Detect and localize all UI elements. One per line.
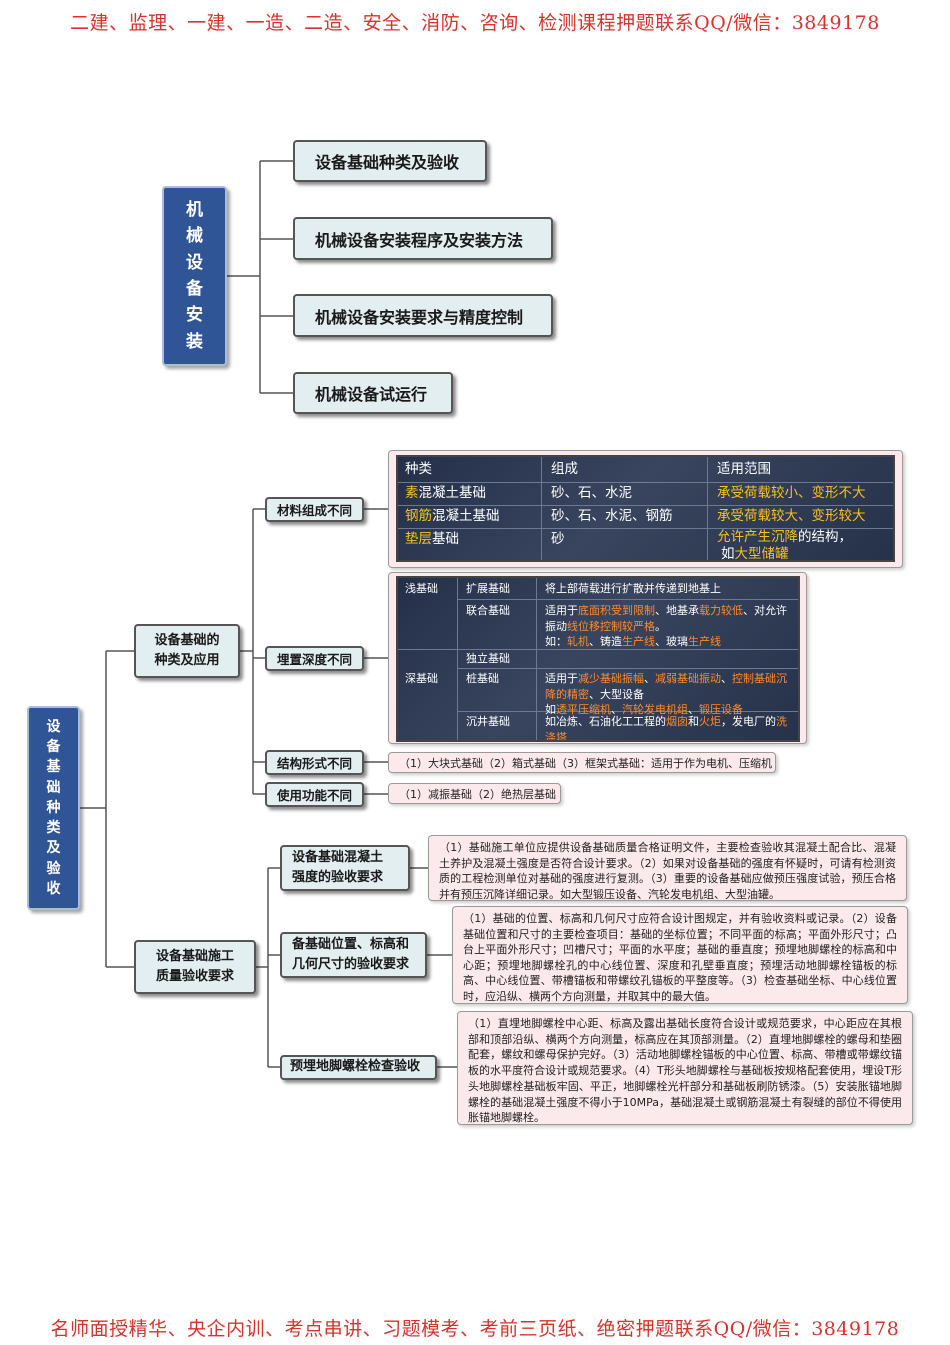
row-cushion-comp: 砂 <box>551 531 565 547</box>
topic-foundation-types: 设备基础种类及验收 <box>293 140 487 182</box>
header-composition: 组成 <box>551 461 578 477</box>
bottom-banner: 名师面授精华、央企内训、考点串讲、习题模考、考前三页纸、绝密押题联系QQ/微信：… <box>50 1318 900 1340</box>
row-rebar-concrete-use: 承受荷载较大、变形较大 <box>717 508 866 524</box>
topic-install-procedure: 机械设备安装程序及安装方法 <box>293 217 553 260</box>
foundation-root: 设 备 基 础 种 类 及 验 收 <box>27 706 80 910</box>
combined-foundation-type: 联合基础 <box>466 604 510 617</box>
topic-trial-run: 机械设备试运行 <box>293 372 453 414</box>
material-table: 种类 组成 适用范围 素混凝土基础 砂、石、水泥 承受荷载较小、变形不大 钢筋混… <box>396 455 895 562</box>
deep-label: 深基础 <box>405 672 438 685</box>
combined-foundation-desc: 适用于底面积受到限制、地基承载力较低、对允许 振动线位移控制较严格。 如：轧机、… <box>545 604 787 648</box>
header-scope: 适用范围 <box>717 461 771 477</box>
concrete-strength-panel: （1）基础施工单位应提供设备基础质量合格证明文件，主要检查验收其混凝土配合比、混… <box>428 835 907 901</box>
row-plain-concrete-comp: 砂、石、水泥 <box>551 485 632 501</box>
row-rebar-concrete-comp: 砂、石、水泥、钢筋 <box>551 508 673 524</box>
machinery-installation-root: 机 械 设 备 安 装 <box>162 186 227 366</box>
topic-install-precision: 机械设备安装要求与精度控制 <box>293 294 553 337</box>
row-plain-concrete-name: 素混凝土基础 <box>405 485 486 501</box>
isolated-foundation-type: 独立基础 <box>466 652 510 665</box>
structure-panel: （1）大块式基础（2）箱式基础（3）框架式基础：适用于作为电机、压缩机 <box>388 752 776 773</box>
row-rebar-concrete-name: 钢筋混凝土基础 <box>405 508 500 524</box>
anchor-bolt-node: 预埋地脚螺栓检查验收 <box>280 1055 437 1080</box>
row-cushion-name: 垫层基础 <box>405 531 459 547</box>
material-panel: 种类 组成 适用范围 素混凝土基础 砂、石、水泥 承受荷载较小、变形不大 钢筋混… <box>388 450 903 568</box>
row-cushion-use: 允许产生沉降的结构， 如大型储罐 <box>717 529 852 562</box>
position-elevation-node: 备基础位置、标高和 几何尺寸的验收要求 <box>280 932 427 978</box>
spread-foundation-type: 扩展基础 <box>466 582 510 595</box>
depth-table: 浅基础 深基础 扩展基础 将上部荷载进行扩散并传递到地基上 联合基础 适用于底面… <box>396 576 800 742</box>
by-structure-node: 结构形式不同 <box>265 750 364 775</box>
row-plain-concrete-use: 承受荷载较小、变形不大 <box>717 485 866 501</box>
top-banner: 二建、监理、一建、一造、二造、安全、消防、咨询、检测课程押题联系QQ/微信：38… <box>70 12 880 34</box>
position-elevation-panel: （1）基础的位置、标高和几何尺寸应符合设计图规定，并有验收资料或记录。（2）设备… <box>452 906 908 1004</box>
group-construction-quality: 设备基础施工 质量验收要求 <box>134 940 256 994</box>
caisson-foundation-desc: 如冶炼、石油化工工程的烟囱和火炬，发电厂的洗 涤塔 <box>545 715 787 742</box>
by-material-node: 材料组成不同 <box>265 497 364 522</box>
shallow-label: 浅基础 <box>405 582 438 595</box>
spread-foundation-desc: 将上部荷载进行扩散并传递到地基上 <box>545 582 721 595</box>
by-depth-node: 埋置深度不同 <box>265 646 364 671</box>
concrete-strength-node: 设备基础混凝土 强度的验收要求 <box>280 845 410 891</box>
function-panel: （1）减振基础（2）绝热层基础 <box>388 783 561 804</box>
pile-foundation-type: 桩基础 <box>466 672 499 685</box>
group-foundation-types-applications: 设备基础的 种类及应用 <box>134 624 240 678</box>
depth-panel: 浅基础 深基础 扩展基础 将上部荷载进行扩散并传递到地基上 联合基础 适用于底面… <box>388 572 807 744</box>
by-function-node: 使用功能不同 <box>265 782 364 807</box>
header-type: 种类 <box>405 461 432 477</box>
caisson-foundation-type: 沉井基础 <box>466 715 510 728</box>
anchor-bolt-panel: （1）直埋地脚螺栓中心距、标高及露出基础长度符合设计或规范要求，中心距应在其根部… <box>457 1011 913 1125</box>
pile-foundation-desc: 适用于减少基础振幅、减弱基础振动、控制基础沉 降的精密、大型设备 如透平压缩机、… <box>545 672 787 716</box>
